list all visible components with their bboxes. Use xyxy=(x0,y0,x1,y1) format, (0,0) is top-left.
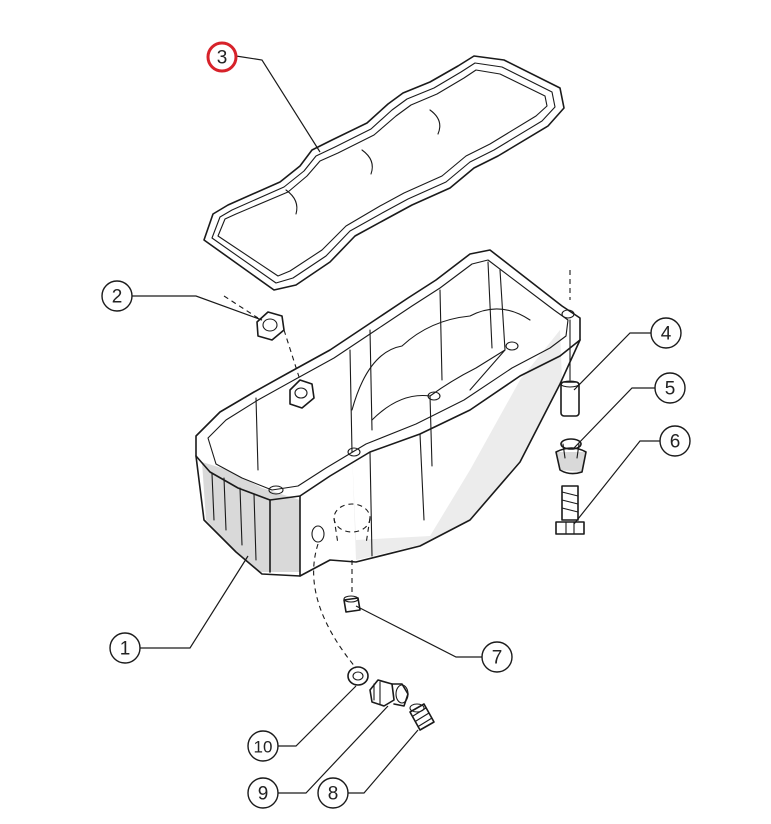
leader-10 xyxy=(278,685,357,747)
threaded-insert-part[interactable] xyxy=(409,703,435,731)
leader-lines xyxy=(132,55,660,794)
leader-4 xyxy=(573,332,651,391)
bolt-part[interactable] xyxy=(555,485,585,535)
callout-7-label: 7 xyxy=(492,648,503,669)
callout-2-label: 2 xyxy=(112,287,123,308)
callout-4-label: 4 xyxy=(661,324,672,345)
callout-3[interactable]: 3 xyxy=(206,41,238,73)
oil-pan-part[interactable] xyxy=(195,249,581,577)
leader-9 xyxy=(278,705,389,794)
sleeve-part[interactable] xyxy=(560,270,580,417)
callout-1-label: 1 xyxy=(120,639,131,660)
grommet-part[interactable] xyxy=(555,438,587,475)
leader-6 xyxy=(573,440,660,525)
leader-8 xyxy=(348,729,419,794)
leader-3 xyxy=(235,55,321,153)
callout-9-label: 9 xyxy=(258,784,269,805)
callout-10[interactable]: 10 xyxy=(247,730,279,762)
leader-2 xyxy=(132,295,263,321)
callout-7[interactable]: 7 xyxy=(481,641,513,673)
callout-1[interactable]: 1 xyxy=(109,632,141,664)
leader-1 xyxy=(140,555,249,649)
gasket-part[interactable] xyxy=(203,55,565,291)
callout-2[interactable]: 2 xyxy=(101,280,133,312)
callout-3-label: 3 xyxy=(217,48,228,69)
leader-5 xyxy=(573,387,655,449)
callout-4[interactable]: 4 xyxy=(650,317,682,349)
plug-part[interactable] xyxy=(343,560,361,613)
callout-6-label: 6 xyxy=(670,432,681,453)
callout-8[interactable]: 8 xyxy=(317,777,349,809)
washer-part[interactable] xyxy=(313,543,369,686)
callout-6[interactable]: 6 xyxy=(659,425,691,457)
drain-plug-part[interactable] xyxy=(369,679,409,707)
nut-part[interactable] xyxy=(223,295,315,409)
callout-5-label: 5 xyxy=(665,379,676,400)
callout-5[interactable]: 5 xyxy=(654,372,686,404)
callout-9[interactable]: 9 xyxy=(247,777,279,809)
callout-10-label: 10 xyxy=(254,738,273,757)
leader-7 xyxy=(355,605,482,658)
callout-8-label: 8 xyxy=(328,784,339,805)
